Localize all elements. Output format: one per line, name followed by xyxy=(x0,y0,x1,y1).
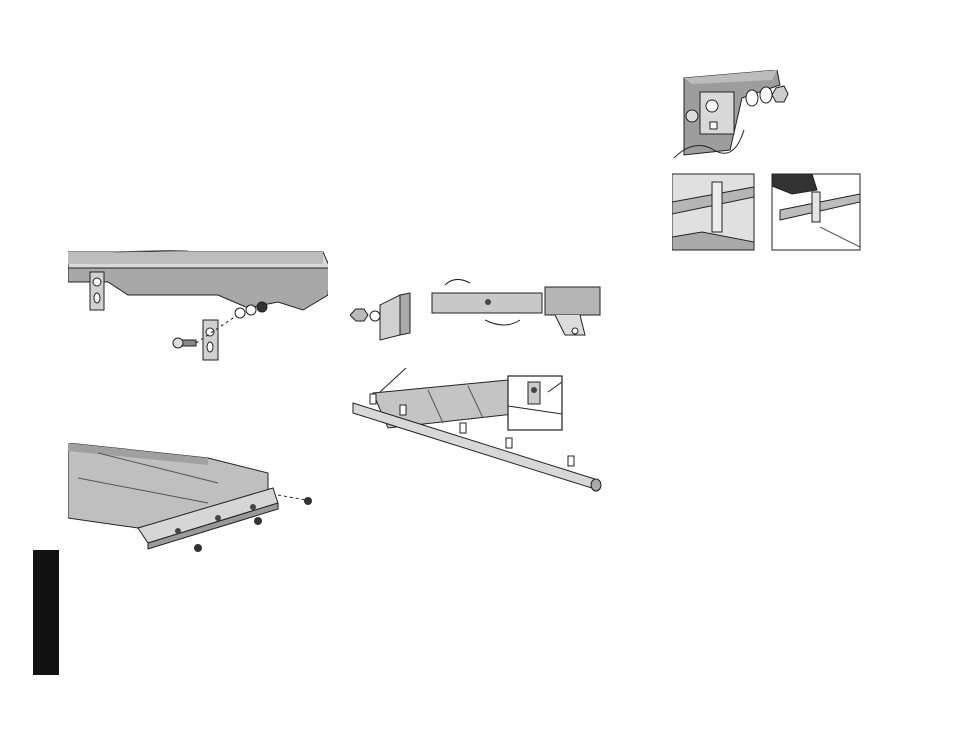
illustration-front-rail xyxy=(68,443,318,558)
illustration-rail-alignment xyxy=(672,172,862,252)
illustration-corner-bracket xyxy=(672,70,804,162)
figure-rail-alignment xyxy=(672,172,862,252)
bolt-icon xyxy=(173,338,196,348)
bolt-icon xyxy=(686,110,698,122)
figure-table-front-rail xyxy=(68,443,318,558)
illustration-guide-tube xyxy=(348,368,606,493)
figure-table-on-guide-tube xyxy=(348,368,606,493)
illustration-bracket-clamps xyxy=(350,275,605,345)
section-thumb-tab xyxy=(33,550,59,675)
nut-icon xyxy=(350,309,380,321)
figure-corner-bracket-bolt xyxy=(672,70,804,162)
figure-bracket-and-clamps xyxy=(350,275,605,345)
figure-table-extension-bracket xyxy=(68,250,328,365)
illustration-table-bracket xyxy=(68,250,328,365)
